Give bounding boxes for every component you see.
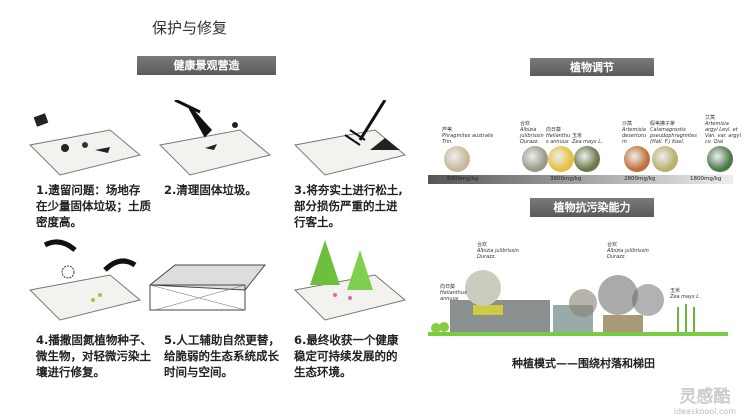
step1-illustration [28,113,142,176]
planting-section-illustration [428,270,728,336]
concentration-label: 3800mg/kg [550,176,582,182]
restoration-illustrations [28,100,407,321]
concentration-label: 1800mg/kg [690,176,722,182]
step-5-text: 5.人工辅助自然更替，给脆弱的生态系统成长时间与空间。 [164,333,280,379]
concentration-label: 8000mg/kg [447,176,479,182]
concentration-bar [428,175,733,184]
step2-illustration [158,100,272,176]
section-banner-landscape: 健康景观营造 [137,56,276,75]
plant-photo [574,146,600,172]
plant-photo [522,146,548,172]
logo: 灵感酷 ideaskoool.com [673,387,736,416]
page-title: 保护与修复 [152,19,228,37]
plant-photo [548,146,574,172]
planting-caption: 种植模式——围绕村落和梯田 [512,357,655,370]
plant-photo [707,146,733,172]
step-6-text: 6.最终收获一个健康稳定可持续发展的的生态环境。 [294,333,399,379]
step4-illustration [28,239,142,321]
plant-photo [652,146,678,172]
section-banner-plant-regulation: 植物调节 [530,58,654,76]
step-3-text: 3.将夯实土进行松土,部分损伤严重的土进行客土。 [294,183,403,229]
plant-photo [444,146,470,172]
step5-illustration [148,264,267,311]
step3-illustration [293,100,407,176]
plant-photo [624,146,650,172]
step-1-text: 1.遗留问题：场地存在少量固体垃圾；土质密度高。 [36,183,151,229]
step-4-text: 4.播撒固氮植物种子、微生物，对轻微污染土壤进行修复。 [36,333,152,379]
step6-illustration [293,240,407,321]
section-banner-pollution-resistance: 植物抗污染能力 [530,198,654,217]
concentration-label: 2800mg/kg [624,176,656,182]
step-2-text: 2.清理固体垃圾。 [164,183,257,197]
